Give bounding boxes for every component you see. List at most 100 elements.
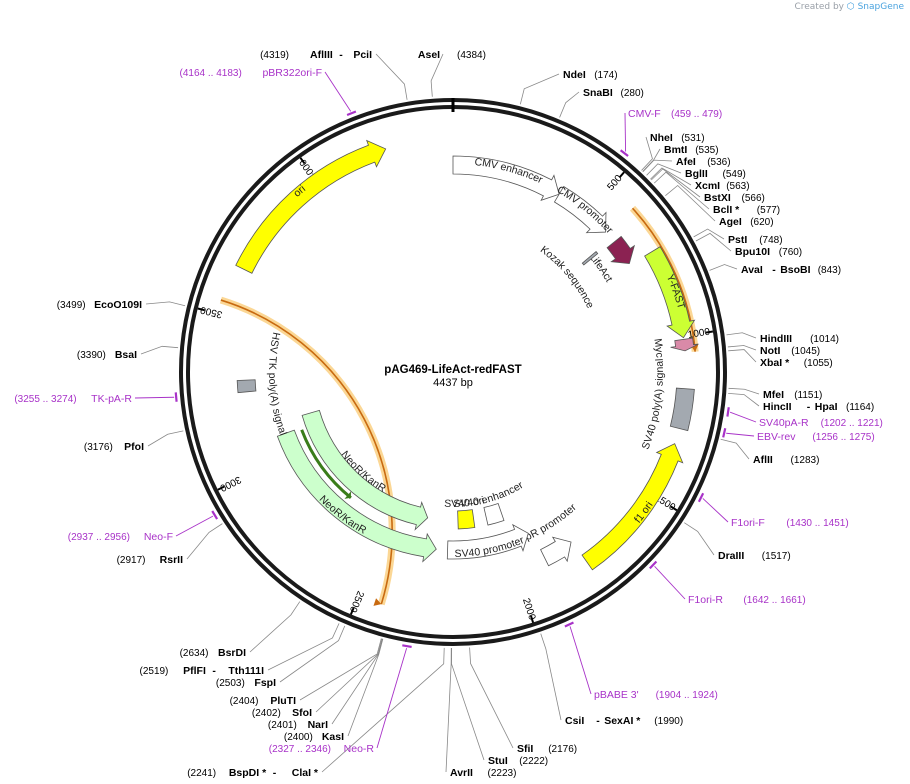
enzyme-pos: (174) bbox=[594, 70, 617, 81]
enzyme-name: PstI bbox=[728, 234, 747, 246]
enzyme-pos: (748) bbox=[759, 235, 782, 246]
primer-leader bbox=[654, 566, 686, 600]
enzyme-name: NarI bbox=[308, 719, 329, 731]
tick-label: 2500 bbox=[347, 589, 366, 614]
enzyme-name: BspDI * bbox=[229, 767, 267, 779]
enzyme-leader bbox=[665, 184, 716, 222]
enzyme-site-sfii: SfiI(2176) bbox=[517, 743, 577, 755]
feature-f1-ori bbox=[581, 443, 684, 571]
primer-neo-f: Neo-F(2937 .. 2956) bbox=[68, 531, 173, 543]
label-path bbox=[533, 210, 632, 351]
primer-name: TK-pA-R bbox=[91, 393, 132, 405]
enzyme-site-ndei: NdeI(174) bbox=[563, 69, 618, 81]
primer-leader bbox=[175, 515, 214, 537]
primer-ebv-rev: EBV-rev(1256 .. 1275) bbox=[757, 431, 875, 443]
snapgene-logo: ⬡ SnapGene bbox=[846, 2, 904, 12]
enzyme-pos: (2401) bbox=[268, 720, 297, 731]
tick-mark bbox=[349, 607, 355, 615]
primer-range: (1430 .. 1451) bbox=[786, 518, 848, 529]
enzyme-name: SfiI bbox=[517, 743, 533, 755]
feature-lifeact bbox=[606, 235, 636, 265]
feature-y-fast bbox=[644, 246, 696, 339]
enzyme-pos: (2503) bbox=[216, 678, 245, 689]
enzyme-name: AvaI bbox=[741, 264, 763, 276]
enzyme-pos: (563) bbox=[726, 181, 749, 192]
enzyme-site-hincii: HincII-HpaI(1164) bbox=[763, 401, 874, 413]
feature-label: SV40 poly(A) signal bbox=[639, 358, 665, 451]
enzyme-pos: (1014) bbox=[810, 334, 839, 345]
tick-mark bbox=[299, 157, 306, 165]
enzyme-pos: (2519) bbox=[139, 666, 168, 677]
primer-mark bbox=[722, 427, 727, 438]
enzyme-leader bbox=[321, 647, 445, 773]
primer-range: (459 .. 479) bbox=[671, 109, 722, 120]
enzyme-name: CsiI bbox=[565, 715, 584, 727]
enzyme-site-csii: CsiI-SexAI *(1990) bbox=[565, 715, 683, 727]
feature-ampr-promoter bbox=[540, 536, 572, 567]
enzyme-name: BclI * bbox=[713, 204, 740, 216]
primer-mark bbox=[564, 621, 574, 628]
primer-range: (3255 .. 3274) bbox=[14, 394, 76, 405]
enzyme-name: MfeI bbox=[763, 389, 784, 401]
enzyme-name: XcmI bbox=[695, 180, 720, 192]
enzyme-site-draiii: DraIII(1517) bbox=[718, 550, 791, 562]
plasmid-length: 4437 bp bbox=[433, 377, 473, 389]
snapgene-credit: Created by ⬡ SnapGene bbox=[794, 2, 904, 12]
feature-label-text: CMV promoter bbox=[555, 184, 616, 237]
enzyme-pos: (2400) bbox=[284, 732, 313, 743]
enzyme-site-bmti: BmtI(535) bbox=[664, 144, 719, 156]
enzyme-site-afliii: PciI-AflIII(4319) bbox=[260, 49, 372, 61]
enzyme-name: AgeI bbox=[719, 216, 742, 228]
enzyme-leader bbox=[267, 623, 340, 671]
enzyme-site-aflii: AflII (1283) bbox=[753, 454, 819, 466]
backbone-layer bbox=[179, 98, 727, 646]
credit-prefix: Created by bbox=[794, 2, 844, 12]
enzyme-site-agei: AgeI(620) bbox=[719, 216, 774, 228]
enzyme-site-mfei: MfeI (1151) bbox=[763, 389, 822, 401]
primer-sv40pa-r: SV40pA-R(1202 .. 1221) bbox=[759, 417, 883, 429]
enzyme-pos: (2241) bbox=[187, 768, 216, 779]
enzyme-pos: (1283) bbox=[791, 455, 820, 466]
enzyme-pos: (1517) bbox=[762, 551, 791, 562]
tick-mark bbox=[618, 171, 625, 179]
tick-label: 3000 bbox=[217, 473, 242, 493]
feature-cmv-promoter bbox=[553, 185, 607, 234]
enzyme-leader bbox=[299, 638, 382, 701]
enzyme-name: AflII bbox=[753, 454, 773, 466]
primer-range: (2327 .. 2346) bbox=[269, 744, 331, 755]
enzyme-dash: - bbox=[212, 665, 216, 677]
enzyme-leader bbox=[650, 167, 692, 186]
enzyme-name: PflFI bbox=[183, 665, 206, 677]
enzyme-site-ecoo109i: EcoO109I(3499) bbox=[57, 299, 142, 311]
primer-mark bbox=[697, 492, 705, 503]
enzyme-pos: (1045) bbox=[791, 346, 820, 357]
feature-label: Kozak sequence bbox=[538, 243, 596, 310]
enzyme-name2: HpaI bbox=[815, 401, 838, 413]
enzyme-site-rsrii: RsrII(2917) bbox=[117, 554, 183, 566]
enzyme-pos: (2222) bbox=[519, 756, 548, 767]
enzyme-site-fspi: FspI(2503) bbox=[216, 677, 276, 689]
enzyme-site-pluti: PluTI(2404) bbox=[230, 695, 296, 707]
enzyme-name: PluTI bbox=[270, 695, 296, 707]
enzyme-name: SfoI bbox=[292, 707, 312, 719]
enzyme-site-nari: NarI (2401) bbox=[268, 719, 328, 731]
enzyme-pos: (1151) bbox=[794, 390, 822, 401]
enzyme-name: HindIII bbox=[760, 333, 792, 345]
primer-tk-pa-r: TK-pA-R (3255 .. 3274) bbox=[14, 393, 132, 405]
enzyme-name: BsrDI bbox=[218, 647, 246, 659]
primer-pbabe-3: pBABE 3'(1904 .. 1924) bbox=[594, 689, 718, 701]
primer-mark bbox=[726, 407, 730, 417]
neor-orf-arrow bbox=[300, 429, 352, 499]
enzyme-site-stui: StuI(2222) bbox=[488, 755, 548, 767]
enzyme-name2: ClaI * bbox=[292, 767, 319, 779]
enzyme-name: BglII bbox=[685, 168, 708, 180]
enzyme-pos: (2223) bbox=[488, 768, 517, 779]
enzyme-site-psti: PstI (748) bbox=[728, 234, 783, 246]
primer-name: F1ori-R bbox=[688, 594, 723, 606]
enzyme-pos: (843) bbox=[818, 265, 841, 276]
feature-cmv-enhancer bbox=[452, 155, 560, 202]
enzyme-pos: (2402) bbox=[252, 708, 281, 719]
primer-leader bbox=[324, 71, 352, 112]
enzyme-leader bbox=[641, 136, 653, 171]
enzyme-site-bglii: BglII(549) bbox=[685, 168, 746, 180]
